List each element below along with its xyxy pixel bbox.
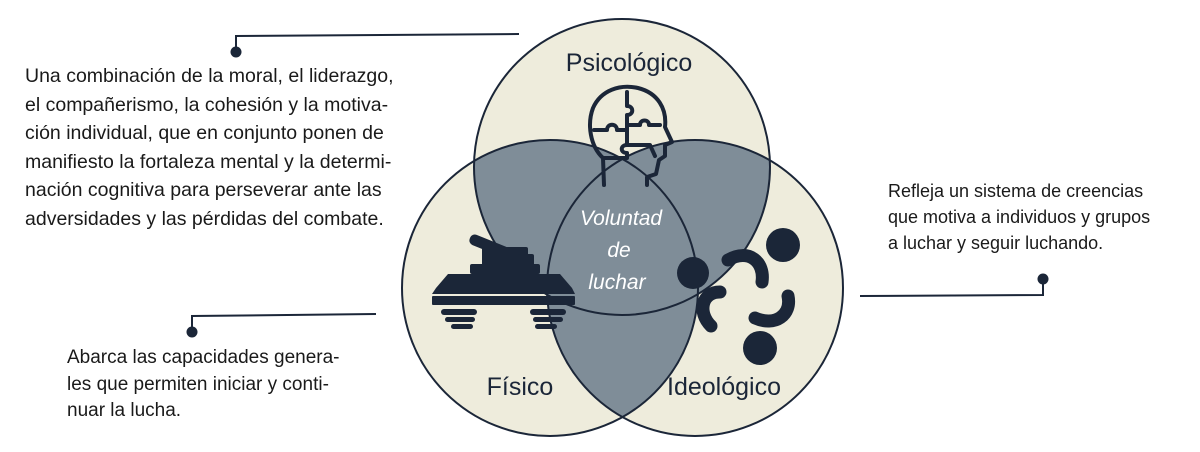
label-ideologico: Ideológico [667, 373, 781, 401]
description-fisico: Abarca las capacidades genera- les que p… [67, 345, 340, 425]
description-fisico-line: nuar la lucha. [67, 400, 182, 421]
label-psicologico: Psicológico [566, 49, 692, 77]
outline-psicologico [473, 18, 771, 316]
connector-fisico [191, 313, 377, 332]
description-fisico-line: Abarca las capacidades genera- [67, 347, 340, 368]
description-psicologico-line: Una combinación de la moral, el liderazg… [25, 65, 394, 87]
center-label-line1: Voluntad [580, 207, 663, 230]
tank-icon [432, 234, 575, 329]
connector-dot-fisico [186, 326, 198, 338]
description-ideologico: Refleja un sistema de creencias que moti… [888, 178, 1150, 256]
connector-dot-psicologico [230, 46, 242, 58]
center-label-line3: luchar [588, 271, 646, 294]
label-fisico: Físico [487, 373, 554, 401]
people-unity-icon [677, 228, 800, 365]
description-ideologico-line: que motiva a individuos y grupos [888, 207, 1151, 227]
description-psicologico-line: el compañerismo, la cohesión y la motiva… [25, 93, 389, 116]
connector-psicologico [235, 33, 520, 52]
description-psicologico-line: manifiesto la fortaleza mental y la dete… [25, 150, 392, 173]
head-puzzle-icon [588, 84, 674, 187]
description-fisico-line: les que permiten iniciar y conti- [67, 373, 329, 395]
description-psicologico-line: adversidades y las pérdidas del combate. [25, 207, 384, 230]
center-label-line2: de [607, 239, 630, 262]
description-psicologico-line: ción individual, que en conjunto ponen d… [25, 122, 384, 144]
description-ideologico-line: Refleja un sistema de creencias [888, 181, 1144, 201]
connector-ideologico [859, 279, 1044, 297]
description-ideologico-line: a luchar y seguir luchando. [888, 233, 1104, 253]
description-psicologico-line: nación cognitiva para perseverar ante la… [25, 179, 382, 201]
description-psicologico: Una combinación de la moral, el liderazg… [25, 62, 394, 233]
connector-dot-ideologico [1037, 273, 1049, 285]
